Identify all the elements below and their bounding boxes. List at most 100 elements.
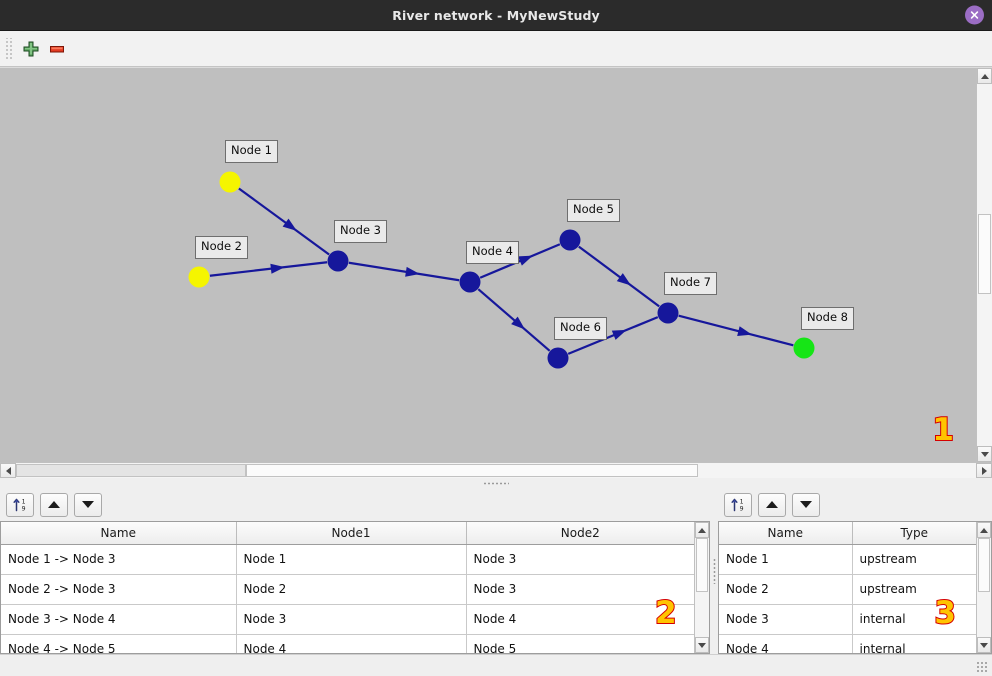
graph-vscroll-track[interactable] [977, 84, 992, 446]
graph-edge[interactable] [348, 261, 460, 282]
graph-node-label-node4[interactable]: Node 4 [466, 241, 519, 264]
graph-node-label-node6[interactable]: Node 6 [554, 317, 607, 340]
scroll-left-button[interactable] [0, 463, 16, 478]
close-button[interactable] [965, 5, 984, 25]
graph-hscroll-track[interactable] [16, 463, 976, 478]
table-cell[interactable]: Node 3 [719, 604, 853, 635]
graph-node-node5[interactable] [559, 229, 581, 251]
horizontal-splitter[interactable] [0, 478, 992, 488]
nodes-vertical-scrollbar[interactable] [976, 522, 991, 653]
graph-node-node8[interactable] [793, 337, 815, 359]
overlay-number-3: 3 [933, 594, 957, 632]
column-header-node1[interactable]: Node1 [236, 522, 467, 545]
nodes-scroll-up-button[interactable] [977, 522, 991, 538]
graph-edge-arrowhead [611, 329, 627, 340]
graph-hscroll-thumb-secondary[interactable] [246, 464, 698, 477]
graph-vertical-scrollbar[interactable] [976, 68, 992, 462]
table-cell[interactable]: upstream [852, 544, 976, 575]
graph-edge[interactable] [567, 316, 659, 355]
table-cell[interactable]: Node 1 -> Node 3 [1, 544, 237, 575]
table-cell[interactable]: Node 2 -> Node 3 [1, 574, 237, 605]
table-cell[interactable]: internal [852, 634, 976, 653]
graph-node-node6[interactable] [547, 347, 569, 369]
graph-edge[interactable] [477, 288, 551, 352]
graph-node-label-node3[interactable]: Node 3 [334, 220, 387, 243]
graph-node-node2[interactable] [188, 266, 210, 288]
reaches-vertical-scrollbar[interactable] [694, 522, 709, 653]
table-cell[interactable]: Node 2 [236, 574, 467, 605]
graph-edge[interactable] [209, 261, 328, 277]
graph-hscroll-thumb[interactable] [16, 464, 247, 477]
network-graph-canvas[interactable]: Node 1 Node 2 Node 3 Node 4 Node 5 Node 6 Node… [0, 68, 976, 462]
triangle-left-icon [5, 466, 11, 475]
reaches-sort-button[interactable]: 1 9 [6, 492, 34, 517]
table-cell[interactable]: Node 1 [236, 544, 467, 575]
scroll-down-button[interactable] [977, 446, 992, 462]
graph-node-label-node5[interactable]: Node 5 [567, 199, 620, 222]
reaches-scroll-down-button[interactable] [695, 637, 709, 653]
graph-node-node1[interactable] [219, 171, 241, 193]
table-cell[interactable]: Node 1 [719, 544, 853, 575]
table-cell[interactable]: Node 2 [719, 574, 853, 605]
graph-node-label-node2[interactable]: Node 2 [195, 236, 248, 259]
graph-node-node4[interactable] [459, 271, 481, 293]
table-cell[interactable]: Node 4 [719, 634, 853, 653]
scroll-right-button[interactable] [976, 463, 992, 478]
toolbar-drag-handle[interactable] [4, 37, 12, 60]
table-cell[interactable]: upstream [852, 574, 976, 605]
window-title: River network - MyNewStudy [392, 7, 600, 23]
table-cell[interactable]: Node 4 -> Node 5 [1, 634, 237, 653]
column-header-type[interactable]: Type [852, 522, 976, 545]
nodes-vscroll-track[interactable] [977, 538, 991, 637]
graph-node-node3[interactable] [327, 250, 349, 272]
nodes-scroll-down-button[interactable] [977, 637, 991, 653]
column-header-name[interactable]: Name [719, 522, 853, 545]
graph-node-label-node1[interactable]: Node 1 [225, 140, 278, 163]
table-cell[interactable]: Node 4 [466, 604, 694, 635]
reaches-move-up-button[interactable] [40, 492, 68, 517]
graph-node-node7[interactable] [657, 302, 679, 324]
graph-vscroll-thumb[interactable] [978, 214, 991, 294]
table-cell[interactable]: Node 4 [236, 634, 467, 653]
remove-node-button[interactable] [44, 36, 70, 62]
nodes-move-up-button[interactable] [758, 492, 786, 517]
table-cell[interactable]: Node 3 [236, 604, 467, 635]
graph-edge[interactable] [678, 314, 794, 347]
triangle-up-icon [48, 501, 60, 508]
reaches-move-down-button[interactable] [74, 492, 102, 517]
add-node-button[interactable] [18, 36, 44, 62]
graph-edge[interactable] [238, 187, 330, 256]
reaches-vscroll-thumb[interactable] [696, 538, 708, 593]
graph-horizontal-scrollbar[interactable] [0, 462, 992, 478]
resize-grip-icon[interactable] [976, 661, 989, 674]
table-cell[interactable]: Node 5 [466, 634, 694, 653]
table-cell[interactable]: Node 3 [466, 574, 694, 605]
table-cell[interactable]: internal [852, 604, 976, 635]
graph-node-label-node8[interactable]: Node 8 [801, 307, 854, 330]
scroll-up-button[interactable] [977, 68, 992, 84]
nodes-move-down-button[interactable] [792, 492, 820, 517]
nodes-sort-button[interactable]: 1 9 [724, 492, 752, 517]
reaches-scroll-up-button[interactable] [695, 522, 709, 538]
graph-node-label-node7[interactable]: Node 7 [664, 272, 717, 295]
graph-edge[interactable] [578, 245, 660, 308]
nodes-vscroll-thumb[interactable] [978, 538, 990, 593]
column-header-name[interactable]: Name [1, 522, 237, 545]
table-cell[interactable]: Node 3 -> Node 4 [1, 604, 237, 635]
table-cell[interactable]: Node 3 [466, 544, 694, 575]
vertical-splitter[interactable] [710, 488, 718, 654]
column-header-node2[interactable]: Node2 [466, 522, 694, 545]
reaches-vscroll-track[interactable] [695, 538, 709, 637]
